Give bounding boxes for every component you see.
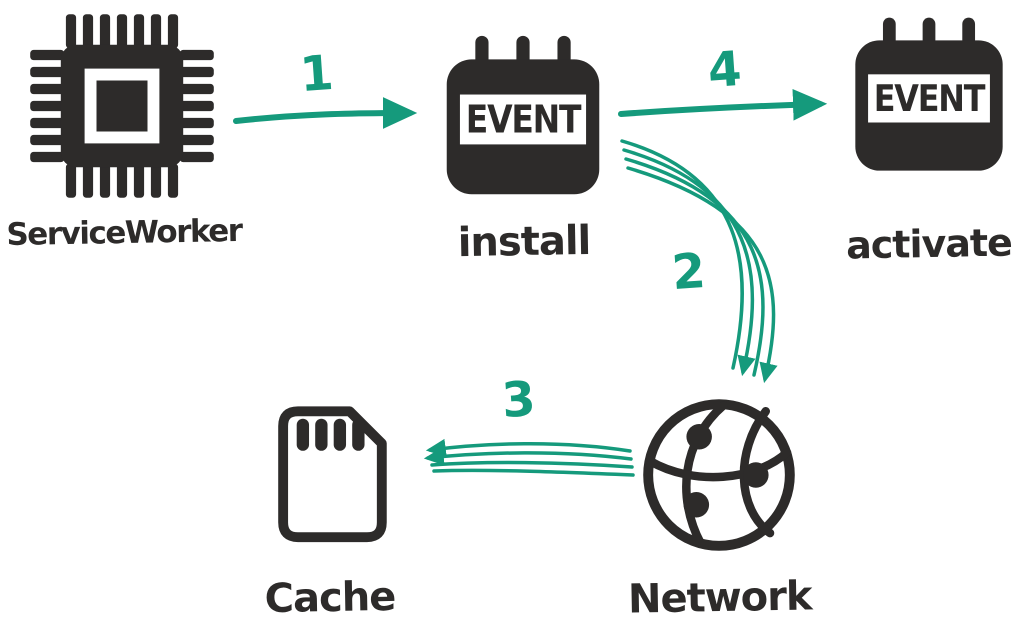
globe-network-icon: [643, 399, 795, 551]
step-4-number: 4: [706, 40, 744, 100]
activate-label: activate: [845, 220, 1013, 268]
arrow-step-4: [618, 88, 828, 121]
event-icon-text: EVENT: [874, 77, 986, 120]
event-icon-text: EVENT: [466, 98, 582, 142]
sd-card-icon: [278, 406, 387, 543]
step-2-number: 2: [670, 242, 708, 302]
step-3-number: 3: [500, 370, 538, 430]
cpu-chip-icon: [30, 14, 214, 198]
calendar-event-icon: EVENT: [855, 17, 1003, 171]
calendar-event-icon: EVENT: [446, 35, 600, 195]
service-worker-label: ServiceWorker: [6, 212, 242, 254]
step-1-number: 1: [298, 44, 336, 104]
network-label: Network: [627, 573, 812, 623]
cache-label: Cache: [264, 573, 396, 623]
arrow-step-3: [423, 438, 635, 477]
install-label: install: [457, 217, 591, 267]
arrow-step-1: [233, 97, 418, 129]
